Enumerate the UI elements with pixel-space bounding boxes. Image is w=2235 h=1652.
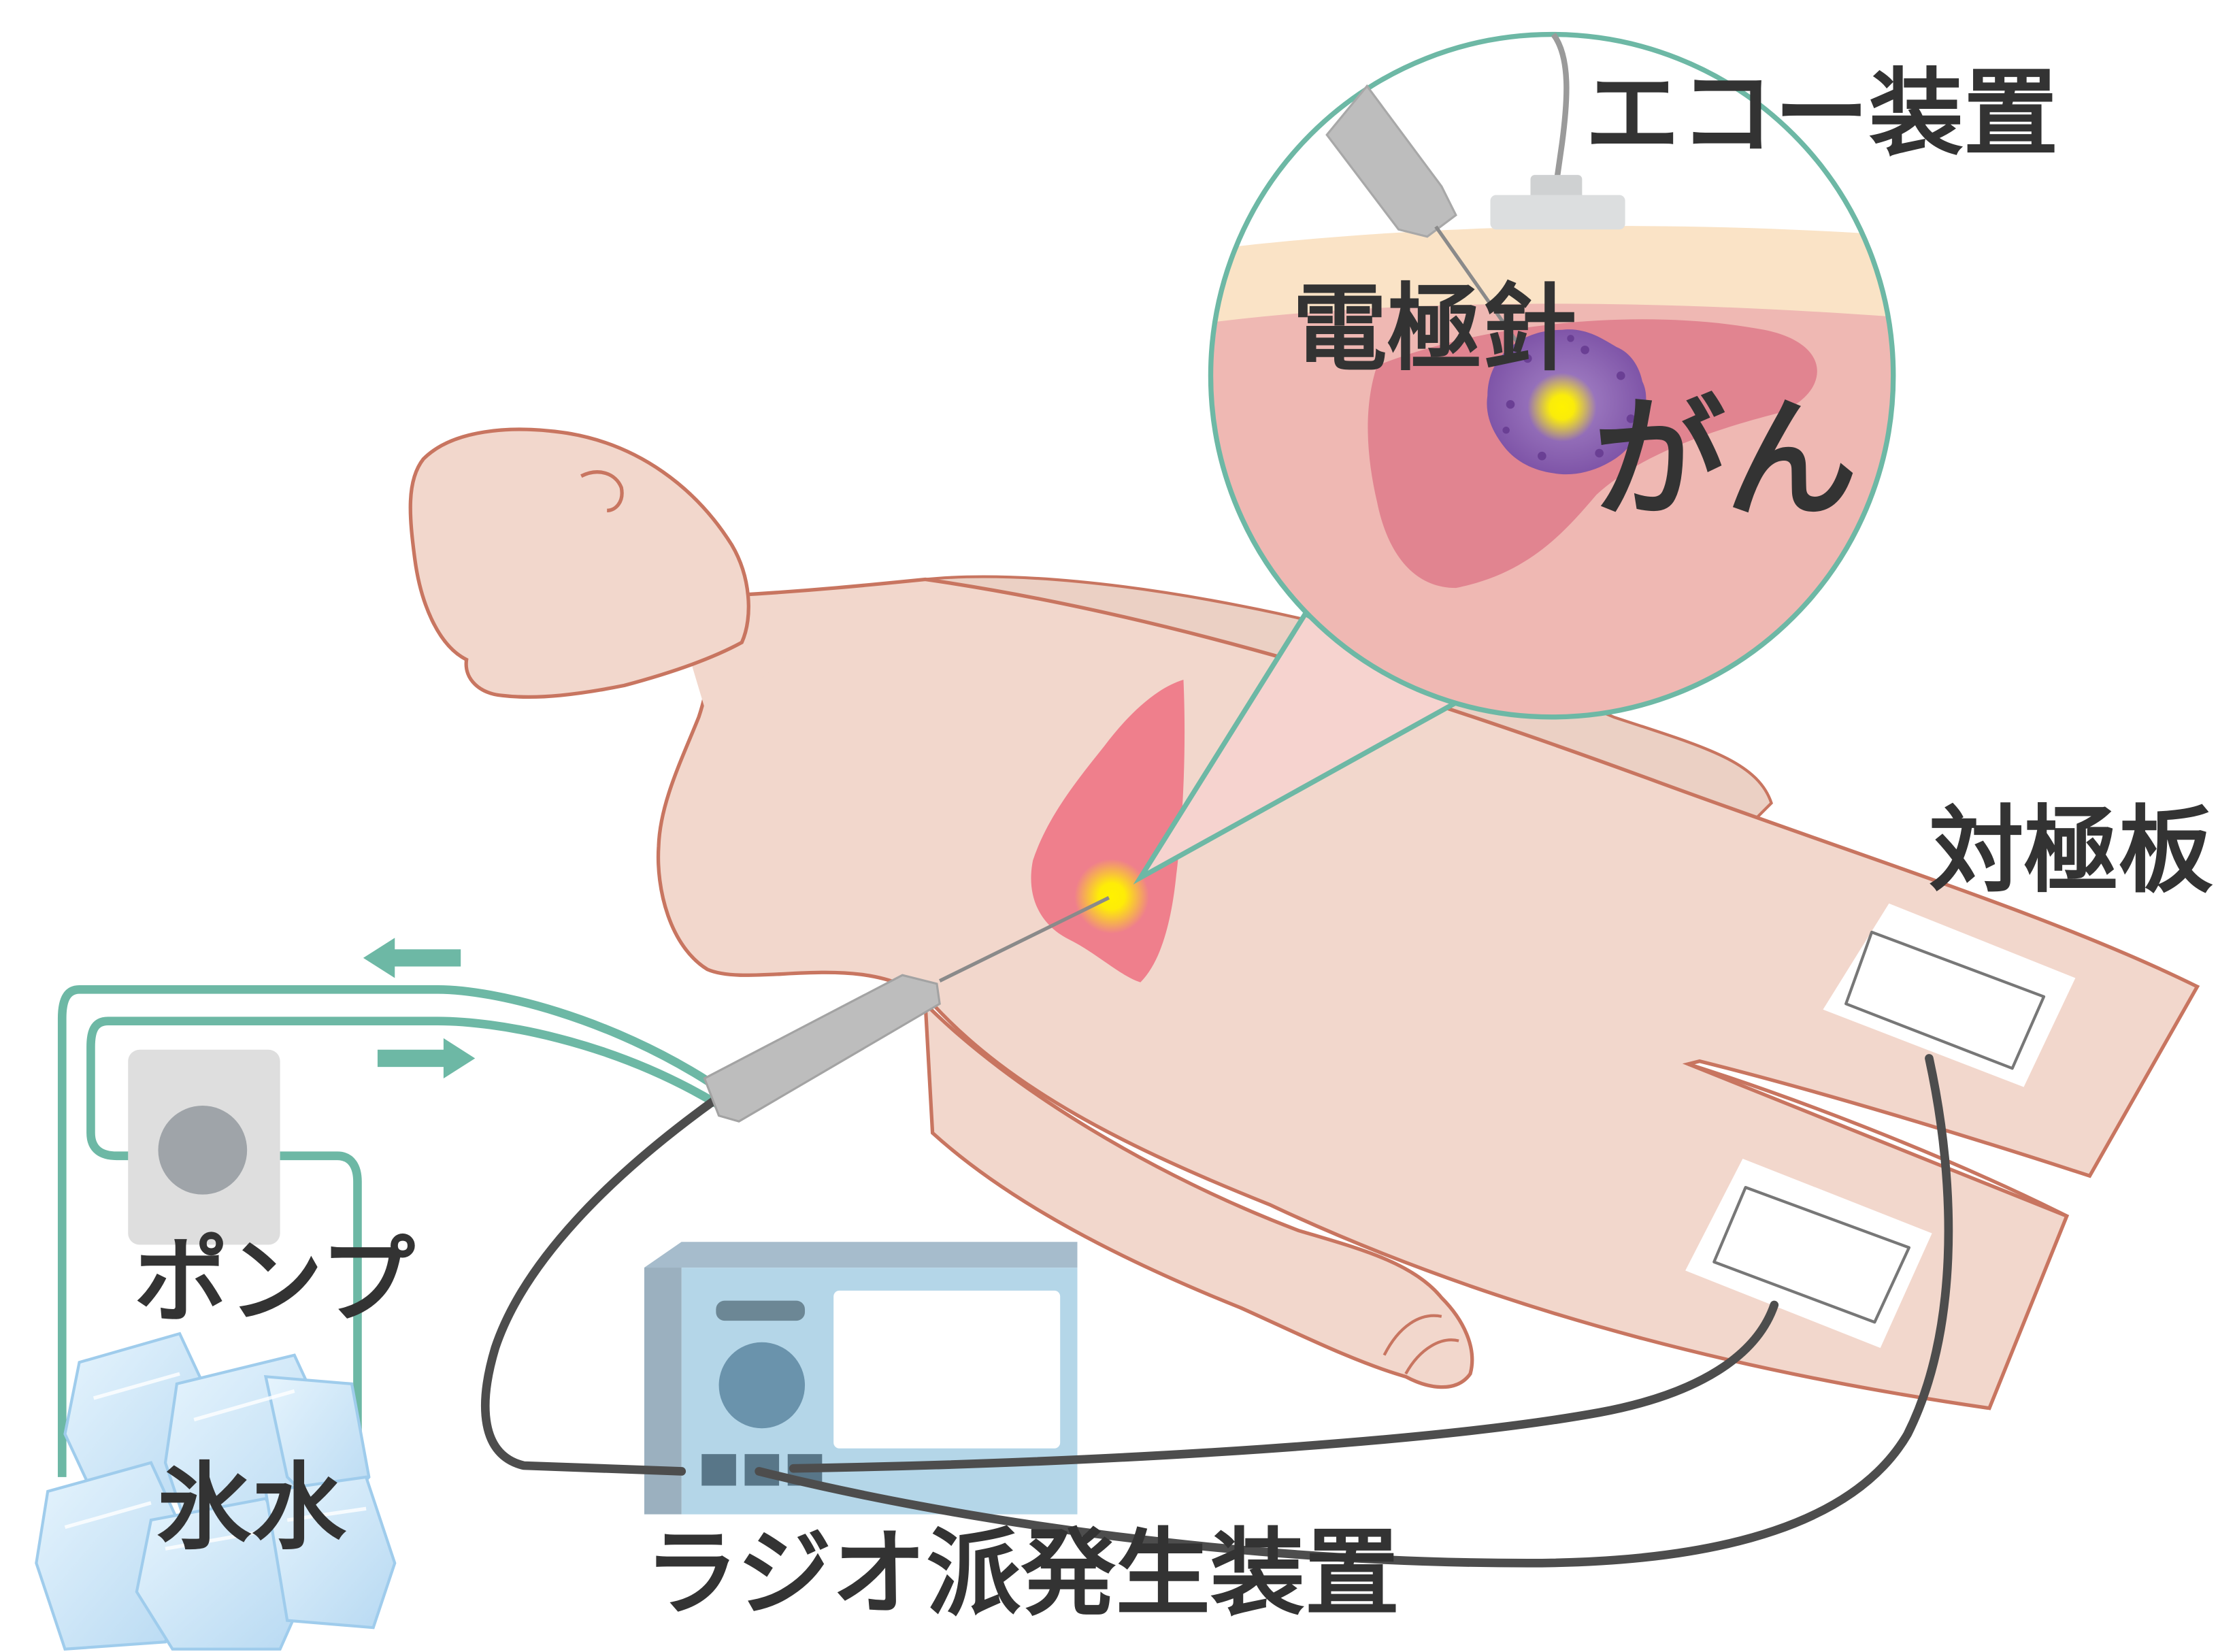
needle-shaft [938, 896, 1110, 982]
generator-dial [718, 1342, 806, 1429]
label-electrode-needle: 電極針 [1293, 274, 1576, 384]
leg-separation [1687, 1062, 2068, 1218]
ablation-hotspot [1074, 859, 1149, 934]
hand-fingers [1383, 1314, 1459, 1375]
ice-cube-6 [264, 1475, 397, 1630]
ice-water-bucket [35, 1332, 397, 1651]
label-rf-generator: ラジオ派発生装置 [644, 1519, 1400, 1629]
generator-screen [833, 1290, 1061, 1449]
zoom-fat-layer [1210, 226, 1893, 325]
zoom-needle-handle [1325, 84, 1457, 238]
pad-cable-lower [789, 1300, 1779, 1473]
return-electrode-pads [1685, 903, 2076, 1349]
label-ice-water: 氷水 [156, 1453, 346, 1563]
zoom-callout [1133, 31, 1896, 885]
near-arm [923, 999, 1474, 1389]
cables [481, 1054, 1953, 1568]
ear [580, 470, 624, 512]
flow-arrow-left [363, 938, 461, 978]
generator-side [644, 1242, 682, 1515]
generator-slot [716, 1300, 806, 1321]
flow-arrow-right [377, 1038, 476, 1078]
patient-body [408, 427, 2200, 1410]
tumor-hotspot [1527, 372, 1597, 442]
echo-probe [1490, 175, 1625, 230]
pad-cable-upper [755, 1054, 1953, 1568]
label-cancer: がん [1593, 382, 1857, 536]
pump-rotor [158, 1105, 248, 1195]
echo-cable [1551, 33, 1570, 184]
tumor [1487, 329, 1646, 475]
pump [128, 1049, 280, 1245]
generator-port-1 [701, 1454, 736, 1486]
needle-handle [703, 974, 941, 1123]
pad-lower [1685, 1158, 1932, 1349]
pad-upper [1823, 903, 2076, 1087]
generator-top [644, 1242, 1078, 1268]
label-echo-device: エコー装置 [1585, 59, 2058, 169]
ice-facets [64, 1372, 367, 1551]
tube-inner [86, 1017, 720, 1434]
electrode-needle [703, 896, 1110, 1123]
rf-generator [644, 1242, 1078, 1515]
tube-outer [57, 985, 713, 1477]
cooling-tubes [57, 985, 720, 1477]
flow-arrows [363, 938, 476, 1078]
label-pump: ポンプ [134, 1226, 416, 1336]
label-return-electrode: 対極板 [1929, 795, 2213, 906]
head [408, 427, 750, 699]
needle-cable [481, 1097, 718, 1476]
